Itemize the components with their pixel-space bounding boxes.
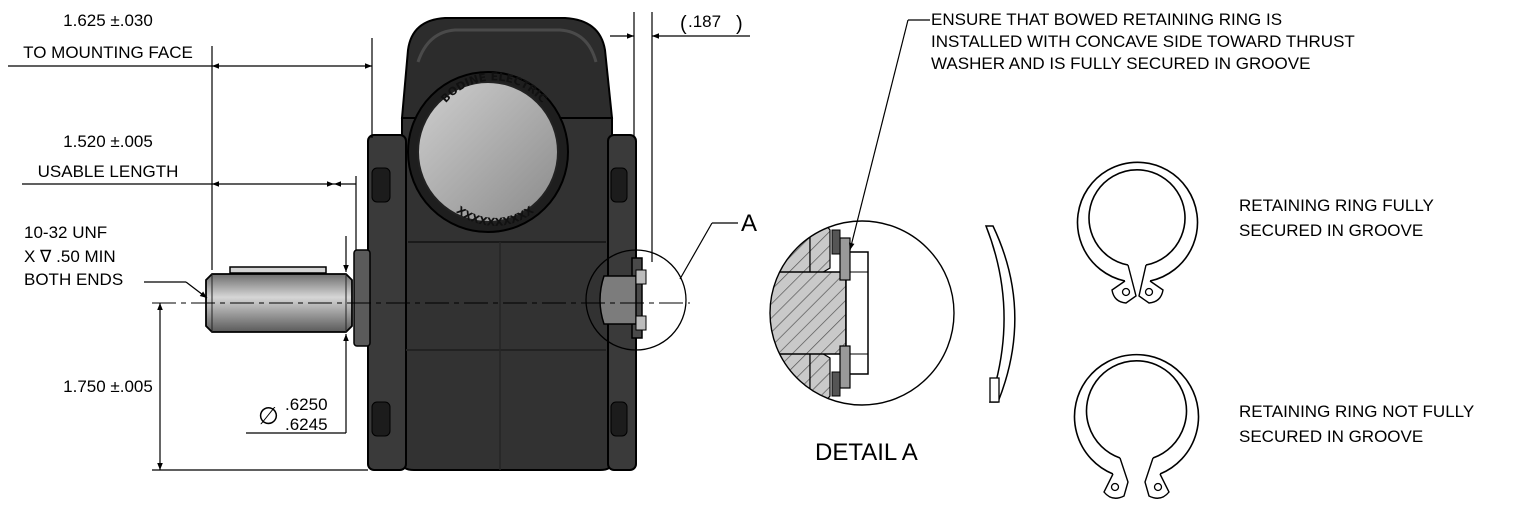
dim-diameter: ∅ .6250 .6245 — [246, 236, 349, 434]
thread-note-line3: BOTH ENDS — [24, 270, 123, 289]
dim-usable-length: 1.520 ±.005 USABLE LENGTH — [22, 132, 356, 187]
dim-mounting-face-value: 1.625 ±.030 — [63, 11, 153, 30]
ring-fully-secured: RETAINING RING FULLY SECURED IN GROOVE — [1076, 161, 1434, 304]
dim-diameter-max: .6250 — [285, 395, 328, 414]
thread-note-line1: 10-32 UNF — [24, 223, 107, 242]
ring-fully-secured-line1: RETAINING RING FULLY — [1239, 196, 1434, 215]
ensure-note: ENSURE THAT BOWED RETAINING RING IS INST… — [848, 10, 1355, 251]
dim-diameter-min: .6245 — [285, 415, 328, 434]
detail-callout-letter: A — [741, 210, 757, 237]
output-shaft — [205, 266, 353, 333]
svg-text:): ) — [736, 13, 743, 35]
dim-usable-length-value: 1.520 ±.005 — [63, 132, 153, 151]
gearbox-cover: BODINE ELECTRIC XXXXXXXXXX — [407, 70, 569, 233]
bowed-ring-profile — [984, 225, 1016, 403]
thread-note-line2: X ∇ .50 MIN — [24, 247, 116, 266]
ring-not-fully-secured: RETAINING RING NOT FULLY SECURED IN GROO… — [1073, 353, 1474, 499]
thread-note: 10-32 UNF X ∇ .50 MIN BOTH ENDS — [24, 223, 208, 299]
ring-fully-secured-line2: SECURED IN GROOVE — [1239, 221, 1423, 240]
ensure-note-line1: ENSURE THAT BOWED RETAINING RING IS — [931, 10, 1282, 29]
detail-a-title: DETAIL A — [815, 439, 918, 466]
dim-height-value: 1.750 ±.005 — [63, 377, 153, 396]
dim-mounting-face-label: TO MOUNTING FACE — [23, 43, 193, 62]
output-shaft-right — [599, 269, 647, 331]
ensure-note-line3: WASHER AND IS FULLY SECURED IN GROOVE — [931, 54, 1310, 73]
dim-mounting-face: 1.625 ±.030 TO MOUNTING FACE — [8, 11, 372, 69]
dim-usable-length-label: USABLE LENGTH — [38, 162, 179, 181]
dim-diameter-symbol: ∅ — [258, 403, 279, 430]
dim-reference-value: .187 — [688, 12, 721, 31]
ring-not-secured-line2: SECURED IN GROOVE — [1239, 427, 1423, 446]
svg-text:(: ( — [680, 13, 687, 35]
ensure-note-line2: INSTALLED WITH CONCAVE SIDE TOWARD THRUS… — [931, 32, 1355, 51]
ring-not-secured-line1: RETAINING RING NOT FULLY — [1239, 402, 1474, 421]
dim-height: 1.750 ±.005 — [63, 303, 368, 471]
detail-a-view: DETAIL A — [769, 220, 955, 466]
detail-callout-circle — [585, 249, 687, 351]
dim-reference: ( .187 ) — [610, 12, 750, 262]
